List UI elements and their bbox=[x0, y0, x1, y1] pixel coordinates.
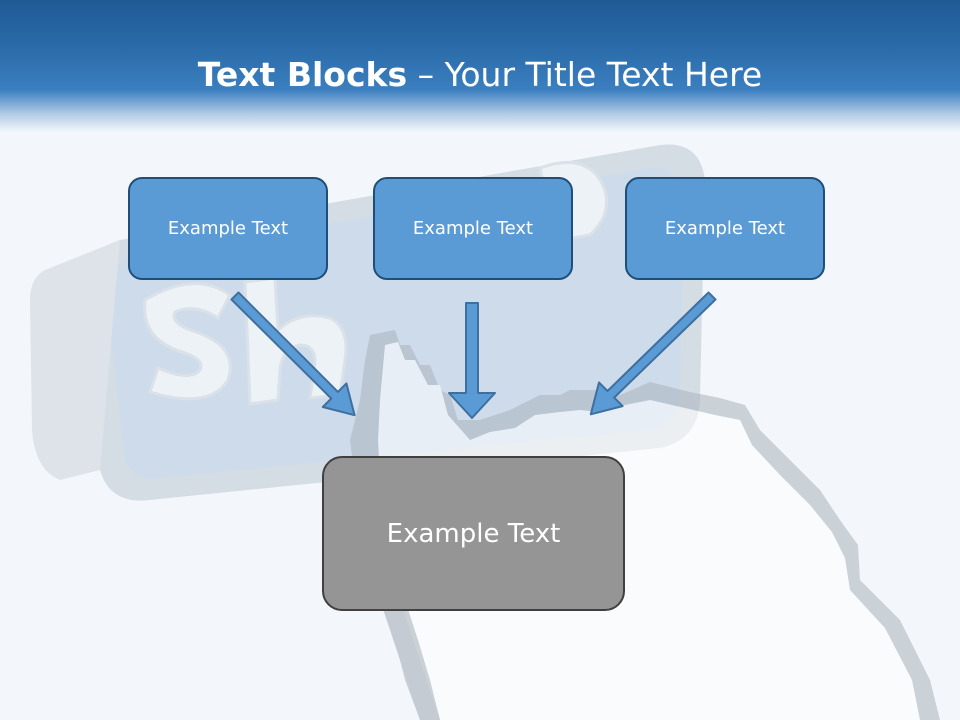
slide-title-bold: Text Blocks bbox=[197, 55, 408, 94]
text-block-3[interactable]: Example Text bbox=[625, 177, 825, 280]
main-text-block[interactable]: Example Text bbox=[322, 456, 625, 611]
title-header-band bbox=[0, 0, 960, 132]
slide-title-rest: – Your Title Text Here bbox=[407, 55, 763, 94]
arrow-center-down bbox=[448, 302, 496, 419]
arrow-right-diagonal bbox=[589, 291, 717, 416]
text-block-1[interactable]: Example Text bbox=[128, 177, 328, 280]
text-block-3-label: Example Text bbox=[664, 218, 786, 239]
main-text-block-label: Example Text bbox=[386, 518, 561, 549]
text-block-1-label: Example Text bbox=[167, 218, 289, 239]
arrow-left-diagonal bbox=[230, 291, 356, 417]
text-block-2-label: Example Text bbox=[412, 218, 534, 239]
slide-title: Text Blocks – Your Title Text Here bbox=[0, 50, 960, 100]
pixel-hand-cursor-image bbox=[350, 330, 940, 720]
text-block-2[interactable]: Example Text bbox=[373, 177, 573, 280]
